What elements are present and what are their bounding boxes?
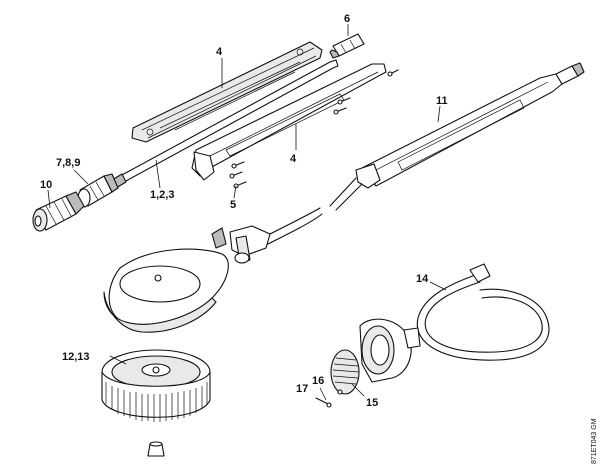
part-5-screws [229,69,399,189]
callout-16: 16 [312,375,324,387]
callout-5: 5 [230,199,236,211]
callout-7-8-9: 7,8,9 [56,157,80,169]
leader-lines [47,24,447,401]
part-16-filter-screen [330,349,360,395]
part-14-hose [416,263,550,361]
callout-12-13: 12,13 [62,351,90,363]
part-15-filter-housing [359,318,421,383]
part-12-13-round-brush [101,349,211,457]
part-10-nozzle [32,191,85,232]
callout-17: 17 [296,383,308,395]
callout-1-2-3: 1,2,3 [150,189,174,201]
callout-6: 6 [344,13,350,25]
part-4-lance-cover-lower [191,63,387,181]
part-17-screw [315,397,332,408]
callout-14: 14 [416,273,429,285]
rotary-wash-head-assembly [103,207,323,333]
callout-4-upper: 4 [216,46,223,58]
callout-11: 11 [436,95,448,107]
part-7-8-9-valve-body [77,173,119,208]
part-11-extension-lance [329,62,585,211]
part-4-lance-cover-upper [131,41,323,143]
callout-labels: 4 6 7,8,9 10 1,2,3 4 5 11 14 12,13 16 17… [40,13,448,409]
drawing-code: 871ET043 GM [591,418,598,464]
callout-10: 10 [40,179,52,191]
callout-4-lower: 4 [290,153,297,165]
part-6-connector-fitting [329,33,365,59]
callout-15: 15 [366,397,378,409]
